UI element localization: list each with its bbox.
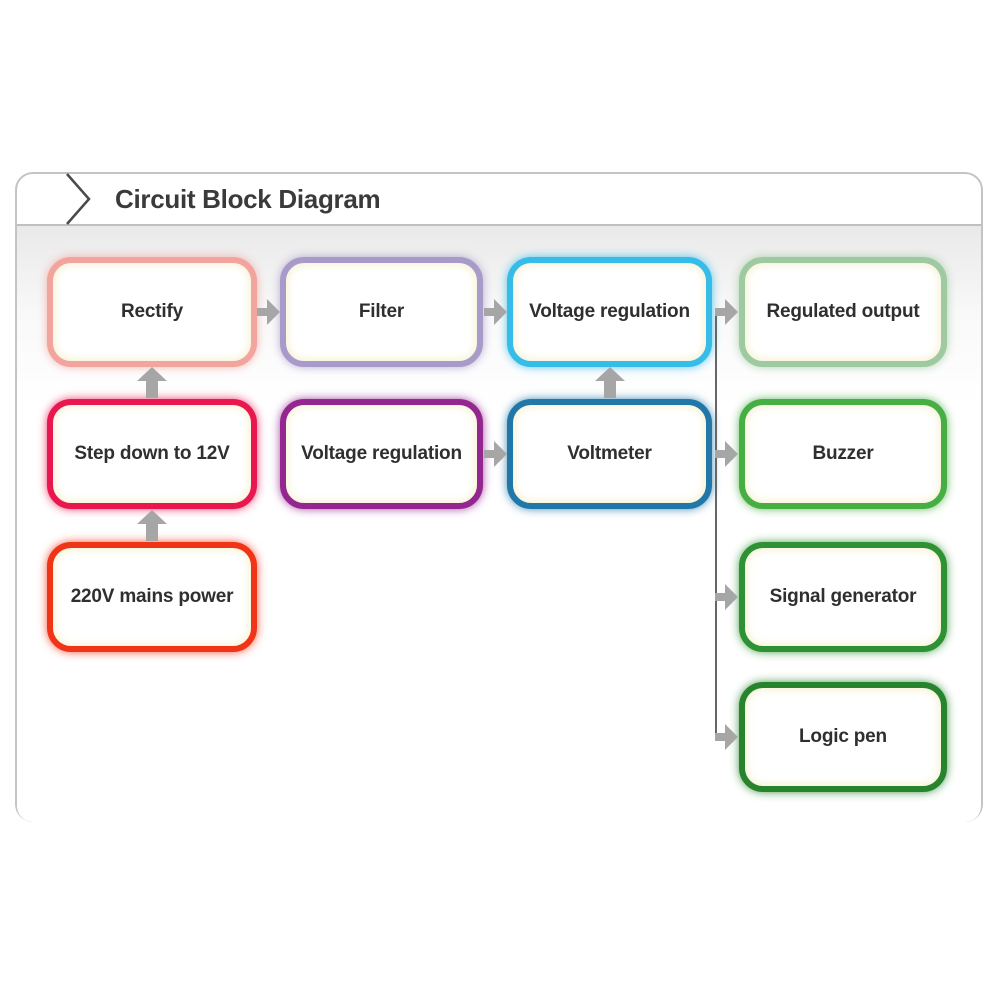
arrow-right-icon [715,584,738,610]
block-220v-mains-power: 220V mains power [47,542,257,652]
arrow-right-icon [484,441,507,467]
diagram-card: Circuit Block Diagram Rectify Filter Vol… [15,172,983,822]
arrow-right-icon [715,724,738,750]
arrow-right-icon [257,299,280,325]
arrow-right-icon [484,299,507,325]
diagram-canvas: Rectify Filter Voltage regulation Regula… [17,226,981,822]
block-rectify-label: Rectify [121,301,183,322]
block-voltage-regulation-2: Voltage regulation [280,399,483,509]
block-filter: Filter [280,257,483,367]
block-voltmeter: Voltmeter [507,399,712,509]
card-header: Circuit Block Diagram [17,173,981,226]
page-title: Circuit Block Diagram [115,183,381,214]
block-signal-generator-label: Signal generator [769,586,917,607]
connector-line [715,312,717,737]
block-regulated-output: Regulated output [739,257,947,367]
arrow-right-icon [715,441,738,467]
block-signal-generator: Signal generator [739,542,947,652]
block-buzzer-label: Buzzer [812,443,874,464]
block-voltmeter-label: Voltmeter [567,443,652,464]
block-logic-pen-label: Logic pen [799,726,887,747]
arrow-up-icon [137,510,167,541]
block-220v-mains-power-label: 220V mains power [70,586,234,607]
block-buzzer: Buzzer [739,399,947,509]
block-rectify: Rectify [47,257,257,367]
block-step-down-to-12v-label: Step down to 12V [74,443,230,464]
block-voltage-regulation-1-label: Voltage regulation [529,301,690,322]
arrow-right-icon [715,299,738,325]
block-voltage-regulation-1: Voltage regulation [507,257,712,367]
arrow-up-icon [137,367,167,398]
block-regulated-output-label: Regulated output [766,301,920,322]
block-filter-label: Filter [358,301,405,322]
block-logic-pen: Logic pen [739,682,947,792]
block-step-down-to-12v: Step down to 12V [47,399,257,509]
arrow-up-icon [595,367,625,398]
block-voltage-regulation-2-label: Voltage regulation [301,443,462,464]
chevron-icon [66,173,91,225]
